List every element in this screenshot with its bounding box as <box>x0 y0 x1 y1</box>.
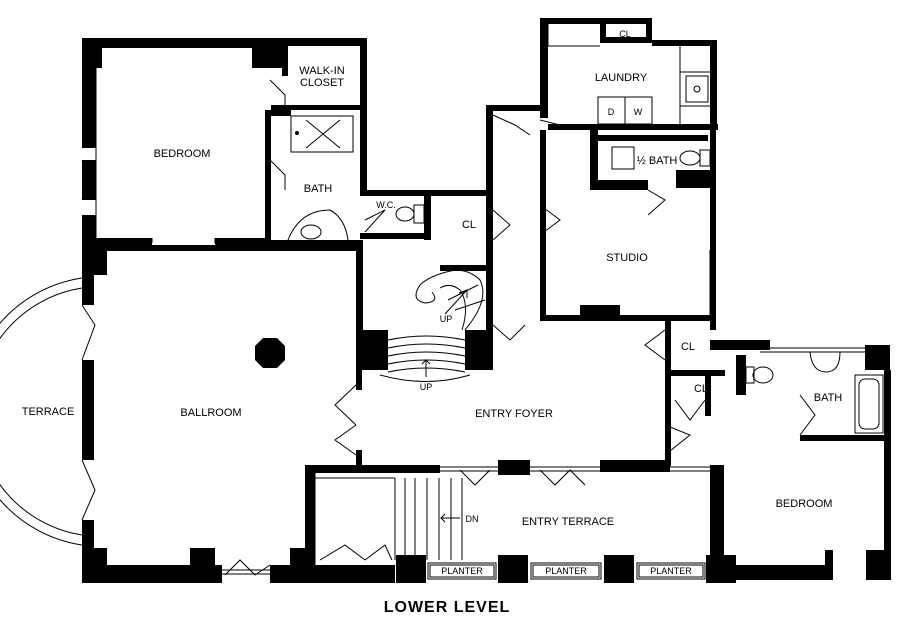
wc-cl-walls <box>360 105 541 271</box>
label-bath-1: BATH <box>304 183 333 195</box>
label-up-foyer: UP <box>420 382 433 392</box>
ballroom-column <box>255 338 285 368</box>
label-half-bath: ½ BATH <box>637 155 678 167</box>
stair-hall-walls <box>356 240 493 370</box>
doors <box>81 79 816 576</box>
label-studio: STUDIO <box>606 252 648 264</box>
terrace-steps <box>394 478 463 560</box>
label-washer: W <box>634 107 643 117</box>
fixtures <box>287 75 884 434</box>
label-walkin-closet-line2: CLOSET <box>300 77 344 89</box>
label-terrace: TERRACE <box>22 406 75 418</box>
label-entry-terrace: ENTRY TERRACE <box>522 516 614 528</box>
studio-block-walls <box>540 18 718 330</box>
label-walkin-closet-line1: WALK-IN <box>299 65 344 77</box>
curved-stair <box>379 269 486 382</box>
label-bath-2: BATH <box>814 392 843 404</box>
label-up-stair: UP <box>440 314 453 324</box>
label-dn: DN <box>466 514 479 524</box>
label-planter-1: PLANTER <box>441 566 483 576</box>
label-ballroom: BALLROOM <box>180 407 241 419</box>
label-wc: W.C. <box>376 200 396 210</box>
terrace-arc <box>0 277 83 546</box>
label-cl-2: CL <box>681 341 695 353</box>
label-cl-top: CL <box>619 29 631 39</box>
label-bedroom-2: BEDROOM <box>776 498 833 510</box>
plan-title: LOWER LEVEL <box>384 599 511 616</box>
label-entry-foyer: ENTRY FOYER <box>475 408 553 420</box>
label-bedroom-1: BEDROOM <box>154 148 211 160</box>
exterior-walls <box>82 38 367 248</box>
ballroom-walls <box>82 245 357 583</box>
label-planter-3: PLANTER <box>650 566 692 576</box>
label-planter-2: PLANTER <box>545 566 587 576</box>
label-laundry: LAUNDRY <box>595 72 648 84</box>
label-dryer: D <box>608 107 615 117</box>
wall-outlines <box>95 24 865 575</box>
planter-boxes <box>427 562 706 580</box>
right-wing-walls <box>710 340 891 580</box>
label-cl-1: CL <box>462 219 476 231</box>
label-cl-3: CL <box>694 383 708 395</box>
